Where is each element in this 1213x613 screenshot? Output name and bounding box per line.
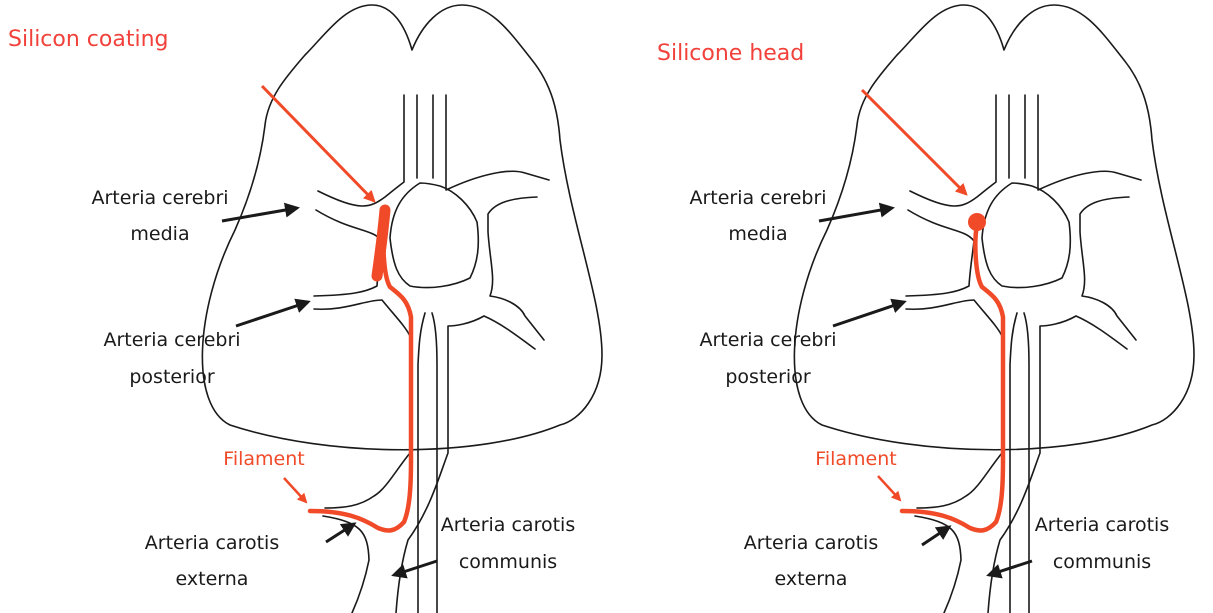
label-posterior-line1-left: Arteria cerebri	[103, 329, 240, 351]
panel-title-left: Silicon coating	[8, 27, 168, 52]
label-communis-line1-right: Arteria carotis	[1035, 514, 1169, 536]
label-filament-right: Filament	[815, 448, 896, 470]
label-externa-line2-left: externa	[176, 568, 249, 590]
pointer-arrow-filament-left	[284, 478, 306, 502]
pointer-arrow-filament-right	[878, 476, 900, 500]
pointer-arrow-externa-right	[922, 527, 949, 545]
label-media-line1-right: Arteria cerebri	[689, 187, 826, 209]
pointer-arrow-title-left	[262, 86, 374, 201]
label-posterior-line2-right: posterior	[725, 366, 810, 388]
panel-left: Silicon coating Arteria cerebri media Ar…	[8, 5, 602, 613]
label-posterior-line1-right: Arteria cerebri	[699, 329, 836, 351]
pointer-arrow-title-right	[862, 90, 966, 194]
pointer-arrow-media-left	[222, 208, 297, 221]
pointer-arrow-media-right	[819, 208, 892, 221]
label-filament-left: Filament	[223, 448, 304, 470]
label-externa-line1-right: Arteria carotis	[744, 532, 878, 554]
pointer-arrow-posterior-right	[833, 302, 904, 326]
filament-left	[310, 213, 411, 530]
panel-right: Silicone head Arteria cerebri media Arte…	[657, 5, 1194, 613]
pointer-arrow-communis-left	[394, 561, 437, 575]
label-communis-line2-left: communis	[459, 551, 557, 573]
filament-right	[902, 225, 1003, 530]
label-externa-line2-right: externa	[775, 568, 848, 590]
label-communis-line1-left: Arteria carotis	[441, 514, 575, 536]
label-media-line2-left: media	[130, 223, 189, 245]
pointer-arrow-posterior-left	[236, 302, 308, 326]
silicon-coating-left	[377, 210, 385, 276]
silicone-head-right	[968, 213, 986, 231]
label-externa-line1-left: Arteria carotis	[145, 532, 279, 554]
label-media-line2-right: media	[728, 223, 787, 245]
label-media-line1-left: Arteria cerebri	[91, 187, 228, 209]
panel-title-right: Silicone head	[657, 41, 804, 66]
label-posterior-line2-left: posterior	[129, 366, 214, 388]
pointer-arrow-externa-left	[326, 524, 354, 542]
label-communis-line2-right: communis	[1053, 551, 1151, 573]
